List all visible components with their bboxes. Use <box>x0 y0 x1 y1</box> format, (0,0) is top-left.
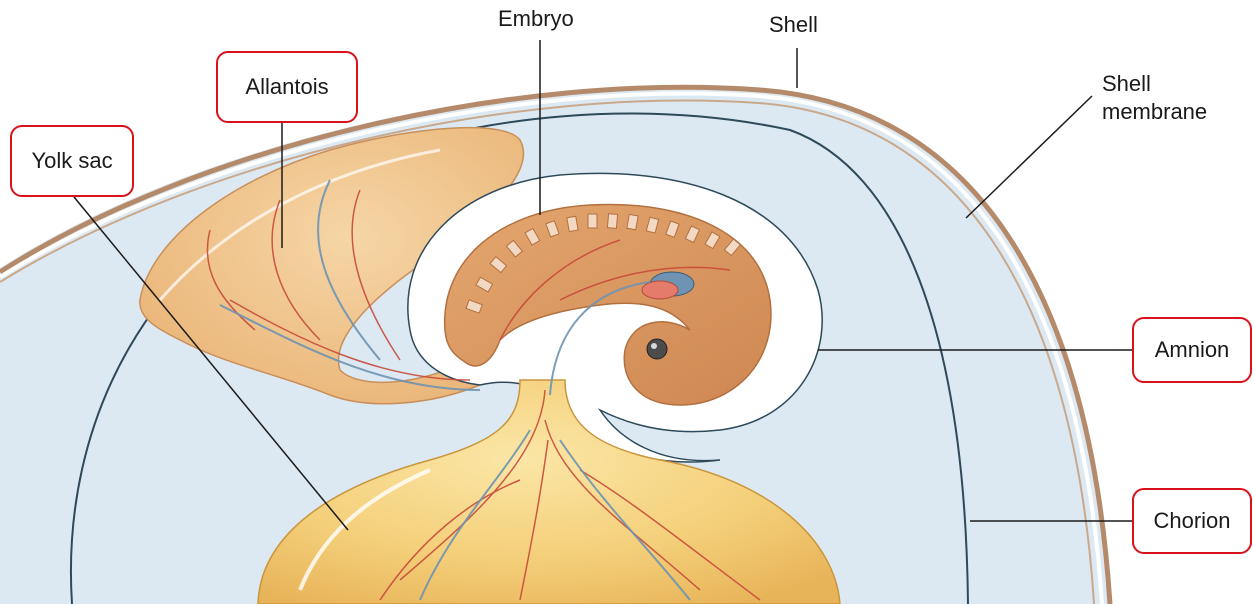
label-shell-membrane: Shell membrane <box>1102 70 1207 126</box>
label-shell: Shell <box>769 12 818 38</box>
label-chorion: Chorion <box>1132 488 1252 554</box>
label-shell-membrane-line2: membrane <box>1102 98 1207 126</box>
label-shell-membrane-line1: Shell <box>1102 70 1207 98</box>
label-yolk-sac: Yolk sac <box>10 125 134 197</box>
label-chorion-text: Chorion <box>1153 508 1230 534</box>
label-amnion-text: Amnion <box>1155 337 1230 363</box>
eye <box>647 339 667 359</box>
label-amnion: Amnion <box>1132 317 1252 383</box>
leader-shell-membrane <box>966 96 1092 218</box>
label-allantois-text: Allantois <box>245 74 328 100</box>
label-yolk-sac-text: Yolk sac <box>31 148 112 174</box>
label-embryo: Embryo <box>498 6 574 32</box>
label-allantois: Allantois <box>216 51 358 123</box>
